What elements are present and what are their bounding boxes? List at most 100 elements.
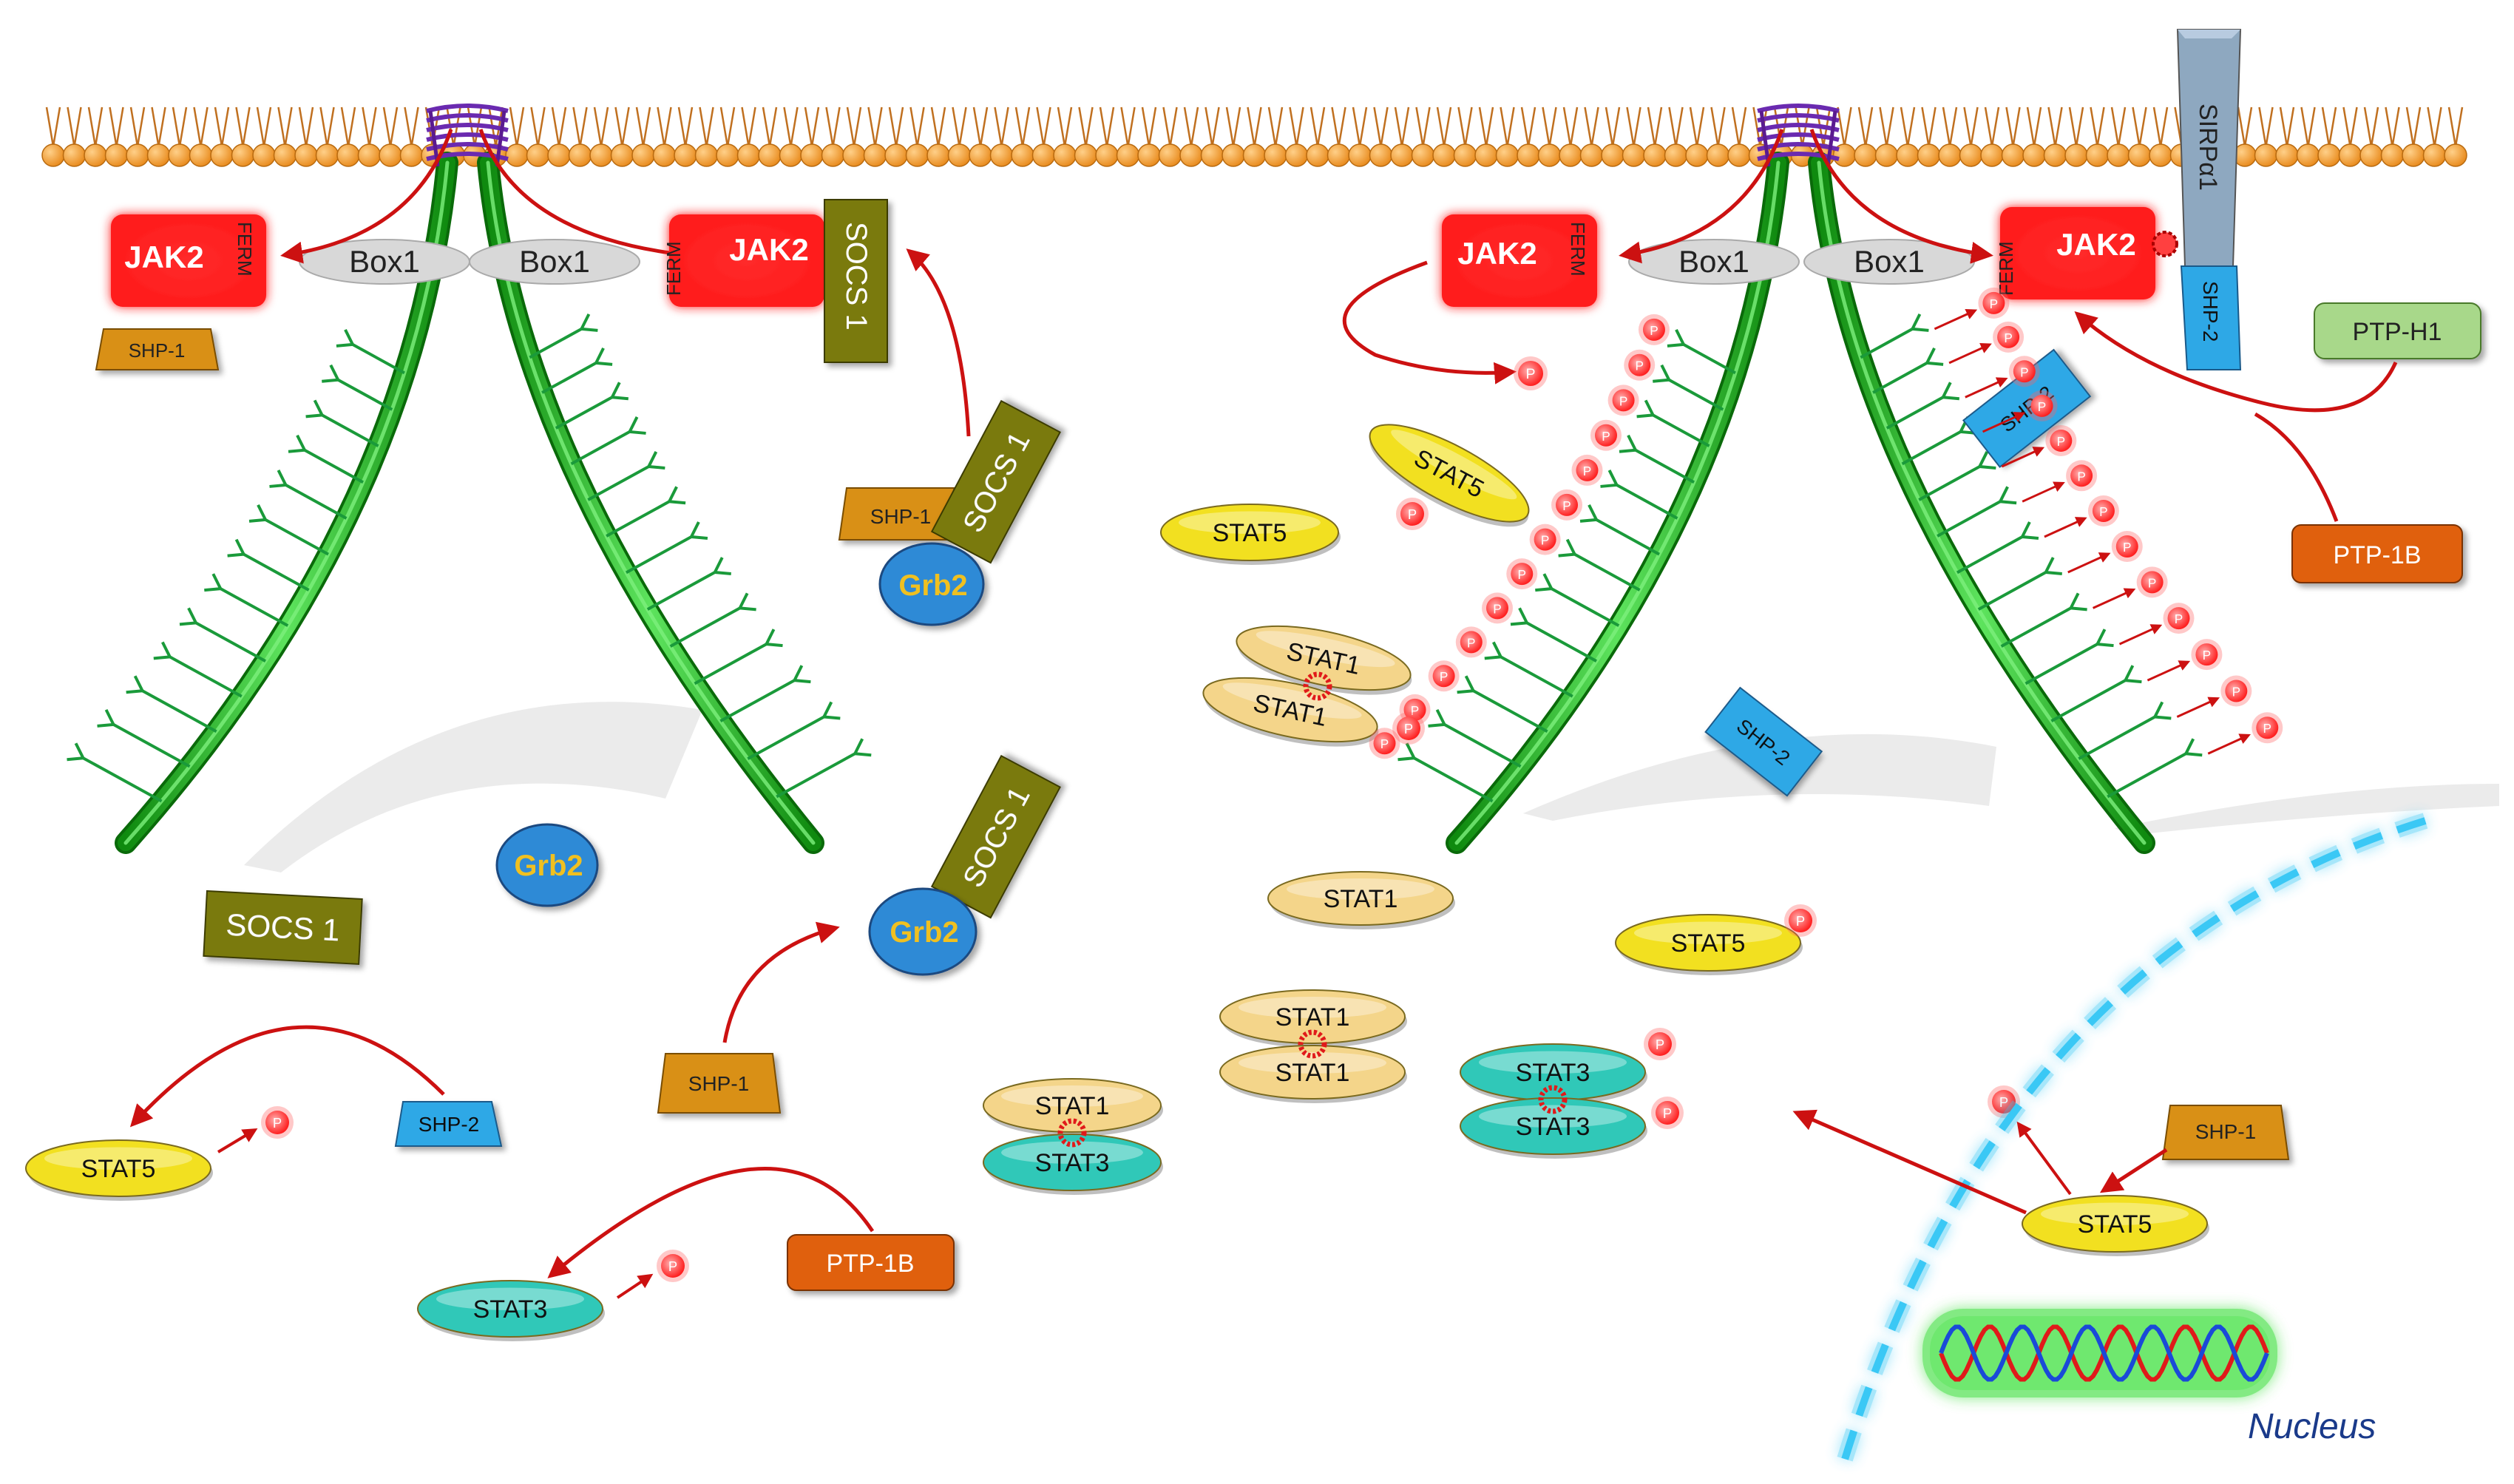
sirpa1-receptor: SIRPα1: [2152, 29, 2242, 267]
svg-text:P: P: [2232, 685, 2241, 699]
shp2-label: SHP-2: [419, 1113, 479, 1136]
jak2-left-inner: JAK2 FERM: [663, 214, 824, 307]
ferm-label: FERM: [234, 222, 256, 277]
shp1-label: SHP-1: [2195, 1120, 2256, 1143]
tyrosine-site: [2025, 629, 2114, 685]
tyrosine-site: [305, 399, 379, 447]
svg-text:P: P: [2077, 469, 2086, 484]
shp1-bound-jak2: SHP-1: [95, 328, 220, 370]
phosphate-icon: P: [1399, 694, 1431, 725]
stat1-label: STAT1: [1324, 885, 1398, 913]
tyrosine-site: [606, 486, 686, 538]
svg-text:P: P: [2148, 575, 2157, 590]
dimer-link-icon: [1303, 671, 1332, 701]
phospholipid: [126, 106, 149, 167]
phosphatase-to-jak2-arrow: [2074, 311, 2398, 413]
phosphate-icon: P: [1590, 419, 1622, 451]
stat1-molecule: STAT1: [1219, 989, 1407, 1048]
phospholipid: [146, 106, 171, 167]
phospholipid: [1222, 106, 1245, 167]
phospholipid: [1685, 106, 1709, 167]
jak2-right-inner: JAK2 FERM: [1995, 207, 2155, 299]
svg-text:P: P: [1404, 721, 1413, 736]
ferm-label: FERM: [663, 241, 685, 296]
socs1-label: SOCS 1: [840, 222, 873, 331]
shp2-label: SHP-2: [2199, 281, 2222, 342]
phosphate-icon: P: [2136, 566, 2168, 598]
tyrosine-site: [1457, 675, 1548, 733]
stat5-molecule: STAT5: [1369, 424, 1530, 527]
tyrosine-site: [1937, 486, 2017, 538]
ptp1b-bottom: PTP-1B: [787, 1234, 955, 1291]
phospholipid: [1938, 106, 1962, 167]
phospholipid: [758, 106, 782, 167]
tyrosine-site: [204, 573, 289, 627]
tyrosine-site: [1977, 557, 2062, 611]
stat5-molecule: STAT5: [1615, 914, 1803, 975]
ptp1b-right: PTP-1B: [2291, 524, 2463, 583]
grb2-label: Grb2: [898, 569, 967, 602]
tyrosine-site: [248, 504, 329, 556]
phospholipid: [1242, 106, 1267, 167]
phospholipid: [210, 106, 234, 167]
svg-text:P: P: [1380, 736, 1389, 751]
tyrosine-site: [1484, 641, 1573, 698]
svg-text:P: P: [2004, 331, 2013, 345]
phosphate-icon: P: [1571, 454, 1603, 486]
tyrosine-site: [1918, 451, 1996, 501]
tyrosine-site: [322, 364, 393, 411]
phospholipid: [1179, 106, 1203, 167]
receptor-dimer-junctions: [426, 104, 1840, 167]
cell-membrane: [41, 106, 2467, 167]
ptp1b-label: PTP-1B: [826, 1250, 914, 1278]
phospholipid: [1854, 106, 1877, 167]
phosphorylation-arrow: [2093, 588, 2136, 609]
phospholipid: [252, 106, 276, 167]
phosphate-icon: P: [1784, 904, 1817, 937]
phospholipid: [652, 106, 677, 167]
phospholipid: [2064, 106, 2088, 167]
phosphorylation-arrow: [2067, 552, 2111, 574]
tyrosine-site: [2050, 665, 2142, 722]
socs1-bound-jak2: SOCS 1: [824, 199, 888, 363]
phospholipid: [379, 106, 402, 167]
phosphorylation-arrow: [1965, 377, 2008, 399]
grb2-label: Grb2: [890, 916, 958, 949]
svg-text:P: P: [1602, 429, 1610, 444]
stat5-export-arrow: [1792, 1109, 2027, 1215]
stat5-p-release-arrow: [2016, 1121, 2072, 1196]
tyrosine-site: [1510, 607, 1597, 663]
phospholipid: [947, 106, 972, 167]
stat5-label: STAT5: [1213, 519, 1287, 547]
jak2-right-outer: JAK2 FERM: [1442, 214, 1597, 307]
phospholipid: [104, 106, 129, 167]
phosphate-icon: P: [2026, 390, 2058, 421]
phospholipid: [2275, 106, 2299, 167]
box1-label: Box1: [519, 244, 590, 279]
phospholipid: [2107, 106, 2130, 167]
phosphate-icon: P: [2163, 603, 2195, 634]
box1-label: Box1: [1854, 244, 1925, 279]
grb2-ellipse: [878, 542, 985, 626]
phospholipid: [2149, 106, 2172, 167]
phosphate-icon: P: [1428, 660, 1460, 692]
phospholipid: [1917, 106, 1941, 167]
phospholipid: [294, 106, 318, 167]
tyrosine-site: [1956, 521, 2039, 575]
shp1-to-stat5-arrow: [2099, 1148, 2168, 1193]
phospholipid: [800, 106, 824, 167]
phospholipid: [1264, 106, 1287, 167]
tyrosine-site: [67, 742, 163, 803]
box1-group-right: Box1 Box1: [1628, 239, 1975, 285]
svg-text:P: P: [2263, 721, 2272, 736]
phospholipid: [1896, 106, 1920, 167]
phosphate-icon: P: [1396, 498, 1429, 530]
svg-text:P: P: [1562, 498, 1571, 513]
phosphorylation-arrow: [2207, 733, 2252, 755]
svg-text:P: P: [1663, 1105, 1672, 1121]
svg-text:P: P: [1990, 297, 1999, 311]
jak2-label: JAK2: [1457, 236, 1536, 271]
receptor-shadows: [244, 702, 2499, 873]
phospholipid: [568, 106, 592, 167]
